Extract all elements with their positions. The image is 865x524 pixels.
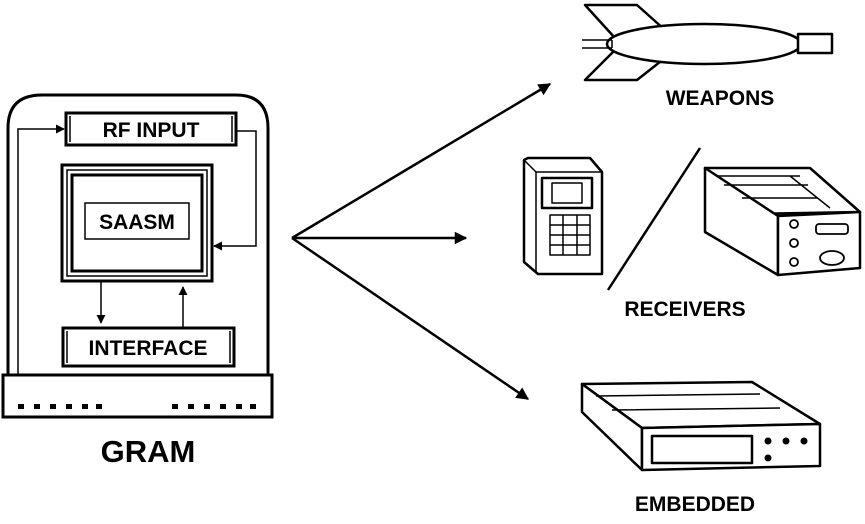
weapon-bomb-icon [582, 3, 834, 82]
connector-pins [18, 404, 256, 409]
box-receiver-icon [703, 166, 862, 277]
receivers-divider [606, 147, 702, 291]
gram-module: RF INPUT SAASM INTERFACE GRAM [1, 93, 274, 469]
interface-label: INTERFACE [88, 337, 207, 360]
handheld-receiver-icon [522, 156, 604, 276]
arrow-to-embedded [291, 236, 530, 401]
receivers-label: RECEIVERS [624, 298, 745, 321]
saasm-label-box [84, 202, 190, 240]
gram-title: GRAM [101, 434, 196, 469]
embedded-label: EMBEDDED [635, 493, 755, 516]
gram-housing [6, 93, 270, 375]
gram-connector-base [1, 373, 274, 419]
rf-input-box [64, 111, 238, 147]
rf-to-saasm-line [213, 130, 257, 251]
saasm-module: SAASM [60, 163, 214, 283]
weapons-label: WEAPONS [666, 87, 775, 110]
interface-box [61, 326, 236, 368]
keypad [549, 214, 591, 256]
arrow-to-weapons [291, 82, 552, 240]
embedded-unit-icon [580, 380, 822, 472]
saasm-label: SAASM [99, 211, 175, 234]
rf-input-label: RF INPUT [103, 119, 200, 142]
distribution-arrows [291, 82, 552, 401]
rf-feed-line [17, 124, 65, 375]
